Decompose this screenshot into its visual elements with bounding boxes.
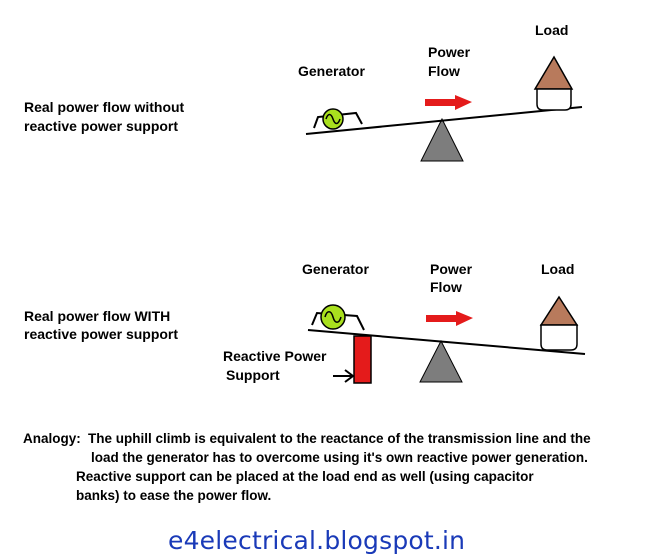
top-flow-label: Flow [428, 63, 460, 79]
load-house-icon [539, 295, 579, 351]
bottom-power-label: Power [430, 261, 473, 277]
bottom-load-label: Load [541, 261, 575, 277]
top-load-label: Load [535, 22, 569, 38]
analogy-label: Analogy: [23, 431, 81, 446]
analogy-line4: banks) to ease the power flow. [76, 488, 272, 503]
top-scenario-label-line2: reactive power support [24, 118, 179, 134]
top-scenario-label-line1: Real power flow without [24, 99, 185, 115]
seesaw-beam [305, 106, 583, 135]
reactive-support-label-line2: Support [226, 367, 280, 383]
reactive-support-label-line1: Reactive Power [223, 348, 327, 364]
top-seesaw-diagram [305, 55, 583, 162]
footer-site-url: e4electrical.blogspot.in [168, 526, 466, 555]
power-flow-arrow-icon [425, 95, 472, 110]
top-generator-label: Generator [298, 63, 365, 79]
fulcrum-icon [420, 117, 464, 162]
bottom-generator-label: Generator [302, 261, 369, 277]
push-arrow-icon [333, 369, 355, 383]
top-power-label: Power [428, 44, 471, 60]
reactive-support-block-icon [353, 335, 372, 384]
analogy-line2: load the generator has to overcome using… [91, 450, 588, 465]
generator-icon [311, 304, 365, 331]
analogy-line3: Reactive support can be placed at the lo… [76, 469, 534, 484]
bottom-scenario-label-line2: reactive power support [24, 326, 179, 342]
bottom-flow-label: Flow [430, 279, 462, 295]
bottom-scenario-label-line1: Real power flow WITH [24, 308, 171, 324]
bottom-seesaw-diagram [307, 295, 586, 384]
seesaw-beam [307, 329, 586, 355]
fulcrum-icon [419, 339, 463, 383]
analogy-line1: The uphill climb is equivalent to the re… [88, 431, 591, 446]
power-flow-arrow-icon [426, 311, 473, 326]
generator-icon [313, 108, 363, 130]
load-house-icon [533, 55, 574, 111]
